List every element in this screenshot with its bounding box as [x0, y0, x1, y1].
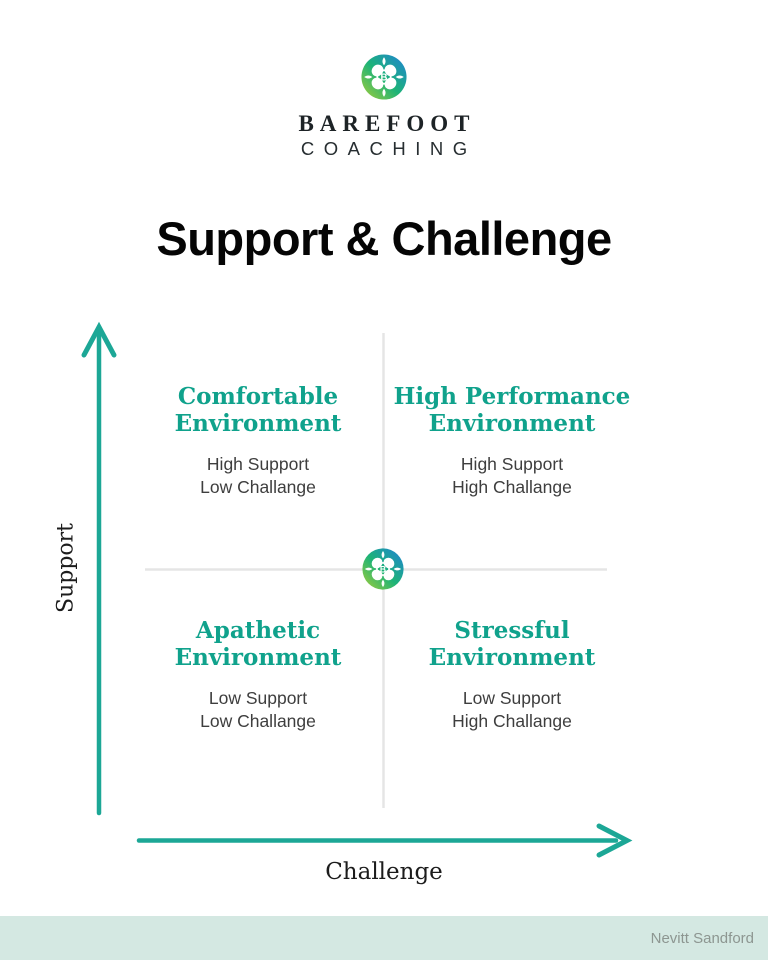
quadrant-heading: Comfortable Environment — [174, 383, 342, 437]
quadrant-description: High Support Low Challange — [200, 454, 316, 497]
x-axis-arrowhead-icon — [596, 823, 633, 858]
brand-subname: COACHING — [300, 138, 477, 159]
barefoot-logo-icon — [361, 54, 407, 100]
x-axis-label: Challenge — [325, 859, 443, 885]
quadrant-heading: Apathetic Environment — [174, 617, 342, 671]
y-axis-arrowhead-icon — [81, 321, 117, 358]
quadrant-apathetic: Apathetic Environment Low Support Low Ch… — [128, 617, 388, 733]
quadrant-description: High Support High Challange — [452, 454, 572, 497]
quadrant-stressful: Stressful Environment Low Support High C… — [382, 617, 642, 733]
quadrant-comfortable: Comfortable Environment High Support Low… — [128, 383, 388, 499]
quadrant-heading: Stressful Environment — [428, 617, 596, 671]
quadrant-heading: High Performance Environment — [393, 383, 631, 437]
attribution-credit: Nevitt Sandford — [650, 929, 754, 947]
y-axis-label: Support — [53, 522, 79, 614]
quadrant-description: Low Support High Challange — [452, 688, 572, 731]
quadrant-description: Low Support Low Challange — [200, 688, 316, 731]
quadrant-high-performance: High Performance Environment High Suppor… — [382, 383, 642, 499]
center-logo-icon — [362, 548, 404, 590]
page-title: Support & Challenge — [156, 212, 612, 265]
brand-name: BAREFOOT — [298, 111, 476, 136]
footer-bar: Nevitt Sandford — [0, 916, 768, 960]
